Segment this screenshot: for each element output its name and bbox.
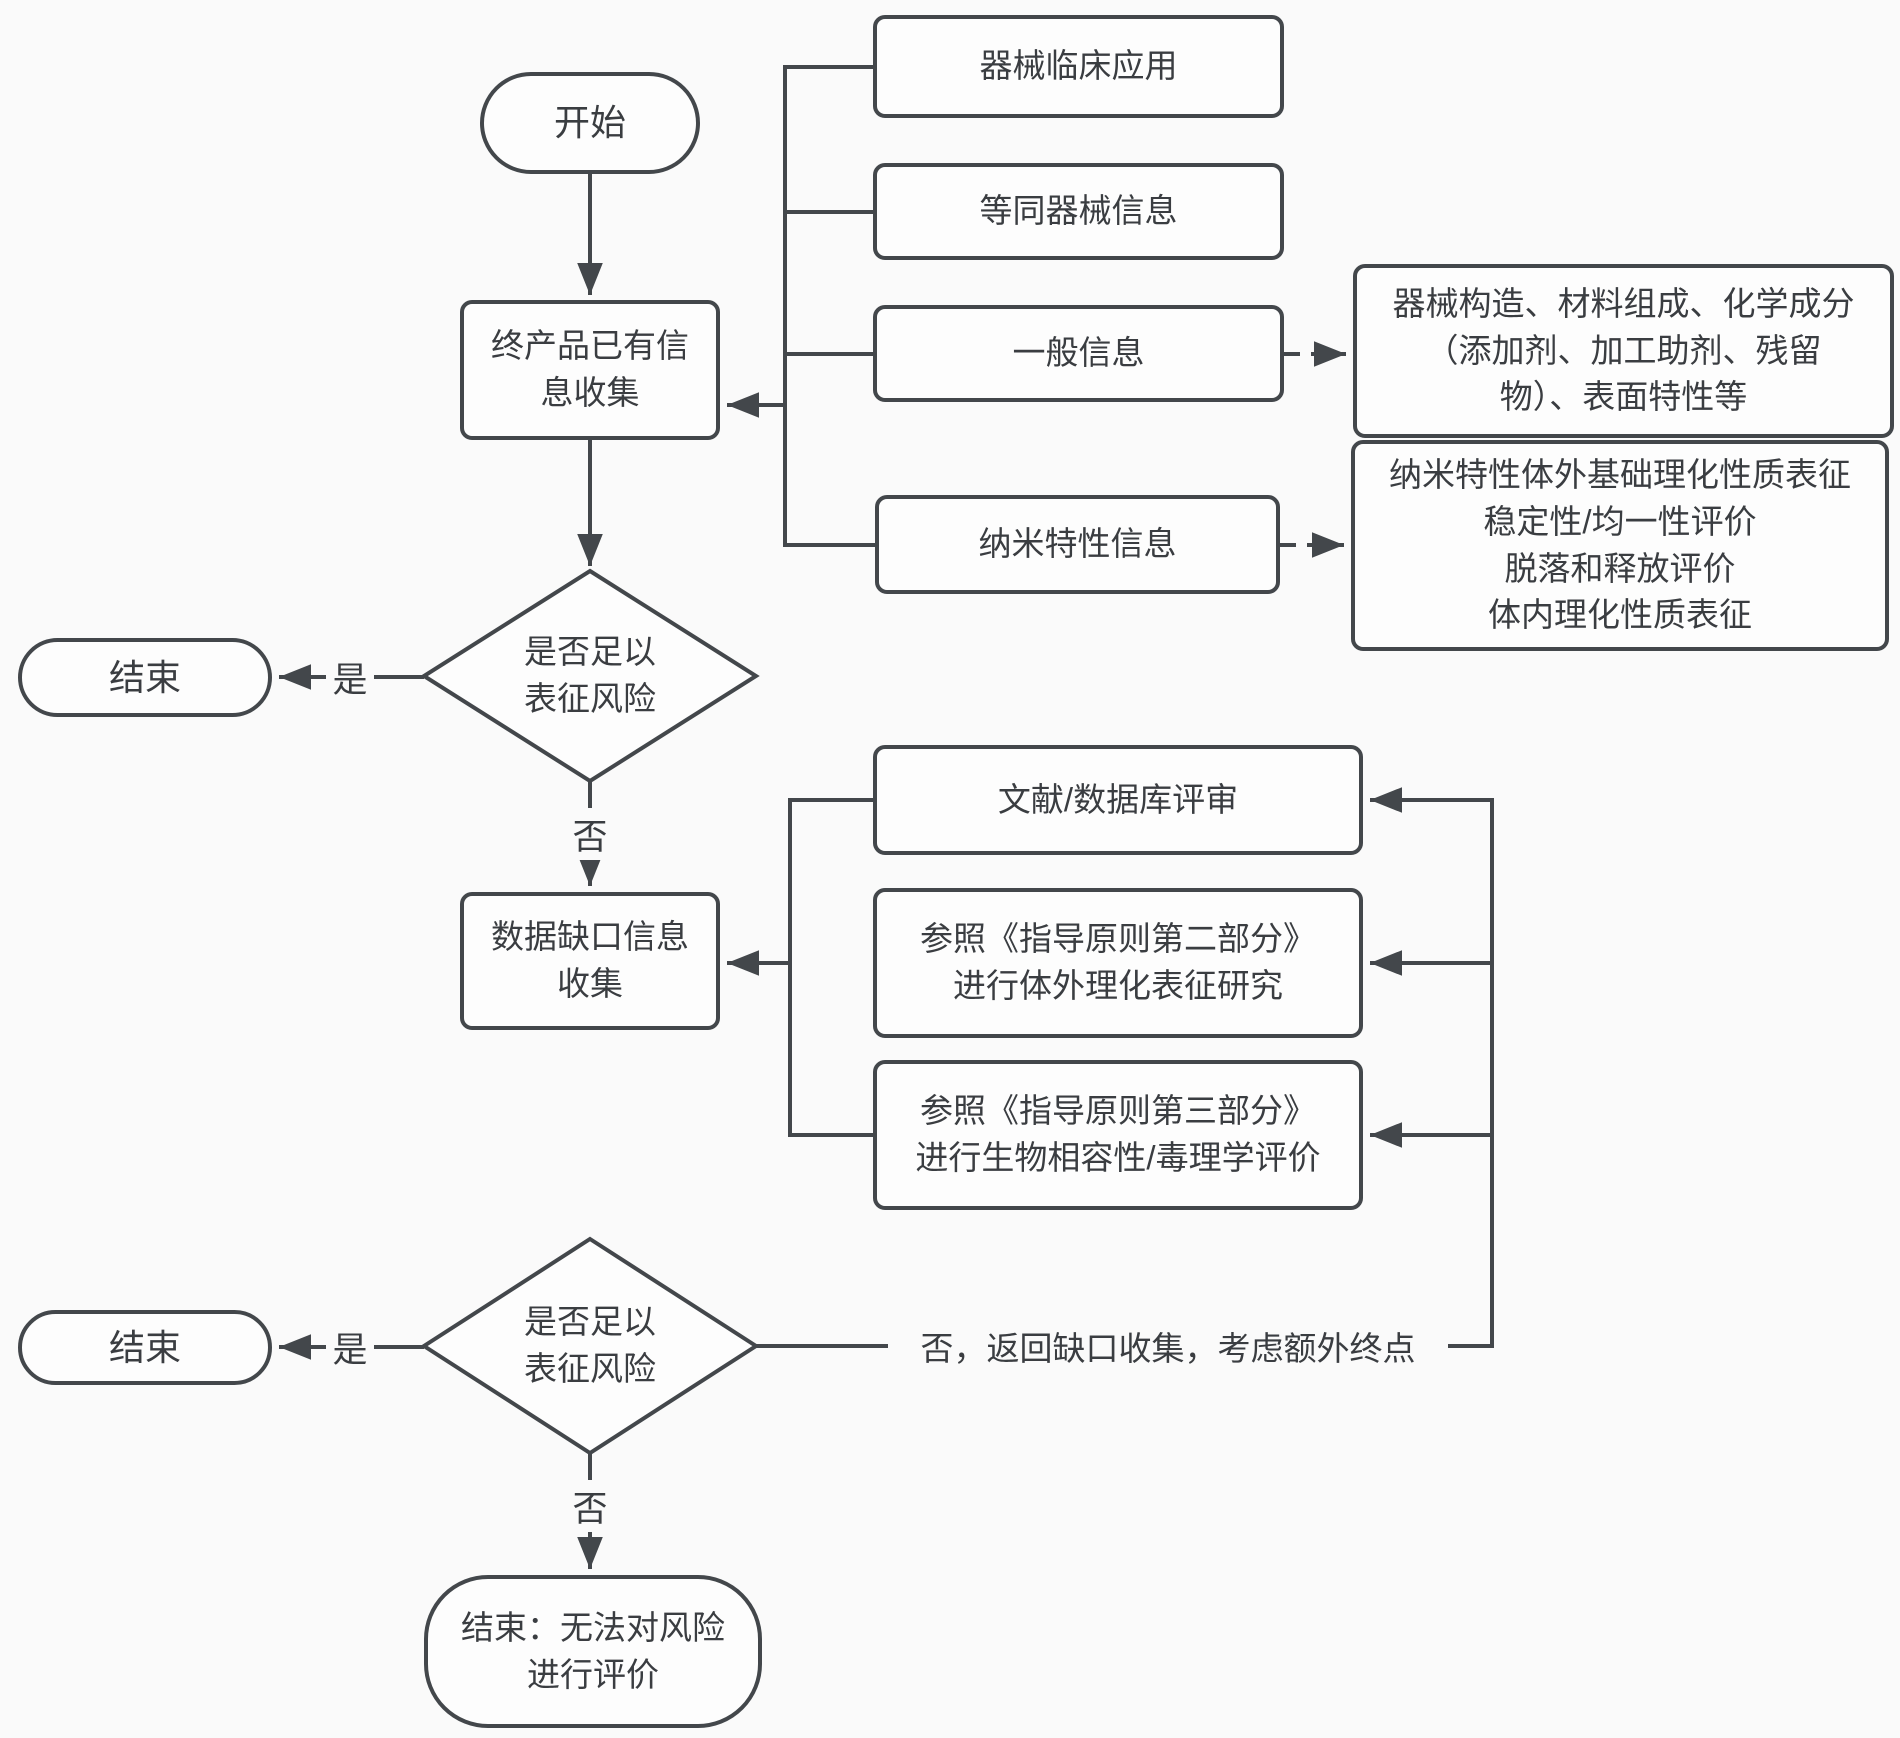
end-node-2: 结束 — [18, 1310, 272, 1385]
equivalent-device-node: 等同器械信息 — [873, 163, 1284, 260]
start-node: 开始 — [480, 72, 700, 174]
nano-property-info-node: 纳米特性信息 — [875, 495, 1280, 594]
nano-characterization-detail-node: 纳米特性体外基础理化性质表征 稳定性/均一性评价 脱落和释放评价 体内理化性质表… — [1351, 440, 1889, 651]
device-clinical-node: 器械临床应用 — [873, 15, 1284, 118]
edge-label-no-2: 否 — [566, 1480, 614, 1532]
guideline-part3-node: 参照《指导原则第三部分》 进行生物相容性/毒理学评价 — [873, 1060, 1363, 1210]
decision-diamond-1-label: 是否足以 表征风险 — [524, 633, 656, 717]
end-node-1: 结束 — [18, 638, 272, 717]
edge-label-no-1: 否 — [566, 808, 614, 860]
guideline-part2-node: 参照《指导原则第二部分》 进行体外理化表征研究 — [873, 888, 1363, 1038]
edge-label-yes-2: 是 — [326, 1321, 374, 1373]
device-construction-detail-node: 器械构造、材料组成、化学成分 （添加剂、加工助剂、残留 物）、表面特性等 — [1353, 264, 1894, 438]
spine-gap-activities — [788, 798, 873, 1137]
decision-diamond-2-label: 是否足以 表征风险 — [524, 1303, 656, 1387]
spine-info-sources — [783, 65, 875, 547]
literature-review-node: 文献/数据库评审 — [873, 745, 1363, 855]
end-product-info-node: 终产品已有信 息收集 — [460, 300, 720, 440]
edge-label-yes-1: 是 — [326, 651, 374, 703]
edge-label-return-note: 否，返回缺口收集，考虑额外终点 — [888, 1320, 1448, 1372]
general-info-node: 一般信息 — [873, 305, 1284, 402]
end-final-node: 结束：无法对风险 进行评价 — [424, 1575, 762, 1728]
data-gap-info-node: 数据缺口信息 收集 — [460, 892, 720, 1030]
